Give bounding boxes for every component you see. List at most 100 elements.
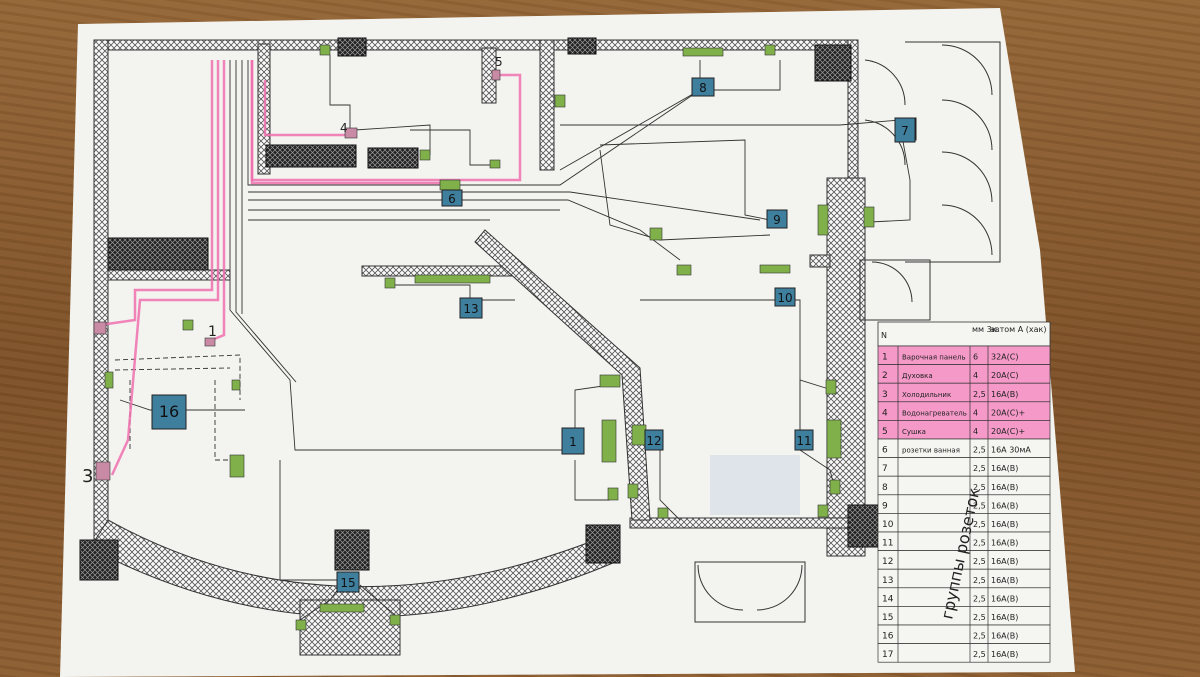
legend-cell: 2,5 — [973, 650, 986, 659]
legend-cell: Сушка — [902, 428, 926, 436]
legend-cell: Духовка — [902, 372, 933, 380]
legend-cell: 2,5 — [973, 576, 986, 585]
legend-cell: 16А(В) — [991, 576, 1018, 585]
legend-cell: 2,5 — [973, 632, 986, 641]
panel-6: 6 — [441, 189, 463, 207]
legend-header-cell: мм 3к — [972, 325, 997, 334]
legend-cell: розетки ванная — [902, 447, 960, 455]
outlet-number-1: 1 — [208, 324, 217, 340]
legend-cell: 2,5 — [973, 446, 986, 455]
legend-cell: 15 — [882, 613, 893, 623]
legend-row: 15 2,5 16А(В) — [877, 606, 1051, 626]
legend-cell: 8 — [882, 483, 888, 493]
legend-row: 11 2,5 16А(В) — [877, 531, 1051, 551]
legend-cell: 16А(В) — [991, 557, 1018, 566]
legend-cell: 32А(С) — [991, 353, 1018, 362]
panel-label: 13 — [463, 302, 478, 316]
panel-11: 11 — [794, 429, 814, 451]
legend-cell: 6 — [973, 353, 978, 362]
legend-cell: 20А(С) — [991, 371, 1018, 380]
legend-cell: Холодильник — [902, 391, 951, 399]
outer-walls — [93, 39, 866, 581]
legend-cell: 9 — [882, 501, 888, 511]
legend-row: 13 2,5 16А(В) — [877, 568, 1051, 589]
panel-label: 1 — [569, 435, 577, 449]
panel-label: 6 — [448, 192, 456, 206]
panel-label: 8 — [699, 81, 707, 95]
outlet-number-4: 4 — [340, 121, 348, 135]
legend-cell: 16 — [882, 632, 894, 642]
legend-cell: 2,5 — [973, 594, 986, 603]
legend-row: 16 2,5 16А(В) — [877, 624, 1051, 644]
outlet-number-5: 5 — [495, 55, 503, 69]
legend-cell: 16А(В) — [991, 520, 1018, 529]
legend-cell: 2,5 — [973, 464, 986, 473]
legend-cell: 7 — [882, 464, 888, 474]
legend-row: 17 2,5 16А(В) — [877, 643, 1051, 663]
legend-cell: 17 — [882, 650, 893, 660]
legend-cell: 2,5 — [973, 557, 986, 566]
legend-cell: 16А(В) — [991, 501, 1018, 510]
legend-cell: Водонагреватель — [902, 409, 967, 417]
legend-cell: 16А 30мА — [991, 446, 1031, 455]
legend-cell: 2,5 — [973, 539, 986, 548]
panel-label: 12 — [646, 434, 661, 448]
legend-row: 8 2,5 16А(В) — [877, 475, 1051, 496]
panel-label: 15 — [340, 576, 355, 590]
legend-cell: 16А(В) — [991, 390, 1018, 399]
outlet-number-3: 3 — [82, 466, 93, 487]
legend-cell: 3 — [882, 390, 888, 400]
panel-label: 10 — [777, 291, 792, 305]
legend-cell: 16А(В) — [991, 632, 1018, 641]
legend-cell: 5 — [882, 427, 888, 437]
legend-row: 12 2,5 16А(В) — [877, 550, 1051, 570]
legend-cell: 20А(С)+ — [991, 427, 1025, 436]
legend-row: 1 Варочная панель 6 32А(С) — [877, 345, 1051, 365]
legend-cell: 16А(В) — [991, 613, 1018, 622]
legend-cell: 6 — [882, 446, 888, 456]
legend-cell: 2,5 — [973, 520, 986, 529]
legend-row: 6 розетки ванная 2,5 16А 30мА — [877, 438, 1051, 458]
legend-cell: 4 — [973, 371, 978, 380]
legend-row: 7 2,5 16А(В) — [877, 457, 1051, 477]
pink-outlets — [93, 69, 501, 481]
legend-cell: 4 — [973, 427, 978, 436]
legend-cell: 16А(В) — [991, 539, 1018, 548]
outlet-markers — [104, 44, 875, 631]
legend-cell: 4 — [973, 408, 978, 417]
legend-cell: 12 — [882, 557, 893, 567]
panel-1: 1 — [561, 427, 585, 455]
legend-cell: 20А(С)+ — [991, 408, 1025, 417]
entrance — [694, 455, 806, 623]
panel-10: 10 — [774, 287, 796, 307]
legend-cell: 14 — [882, 594, 894, 604]
panel-label: 11 — [796, 434, 811, 448]
panel-13: 13 — [459, 297, 483, 319]
legend-cell: 16А(В) — [991, 594, 1018, 603]
legend-cell: 2,5 — [973, 613, 986, 622]
legend-cell: 16А(В) — [991, 464, 1018, 473]
legend-cell: 11 — [882, 539, 893, 549]
legend-row: 14 2,5 16А(В) — [877, 587, 1051, 607]
legend-cell: 2 — [882, 371, 888, 381]
panel-label: 16 — [159, 402, 179, 421]
legend-cell: 16А(В) — [991, 483, 1018, 492]
panel-9: 9 — [766, 209, 788, 229]
legend-cell: 16А(В) — [991, 650, 1018, 659]
legend-header-cell: автом А (хак) — [990, 325, 1046, 334]
junction-panels: 12346789101112131516 — [151, 77, 917, 593]
legend-cell: 13 — [882, 576, 893, 586]
panel-12: 12 — [644, 429, 664, 451]
doors-right — [859, 41, 1001, 321]
panel-15: 15 — [336, 571, 360, 593]
legend-cell: Варочная панель — [902, 354, 966, 362]
legend-cell: 4 — [882, 408, 888, 418]
legend-cell: 1 — [882, 353, 888, 363]
legend-cell: 2,5 — [973, 483, 986, 492]
